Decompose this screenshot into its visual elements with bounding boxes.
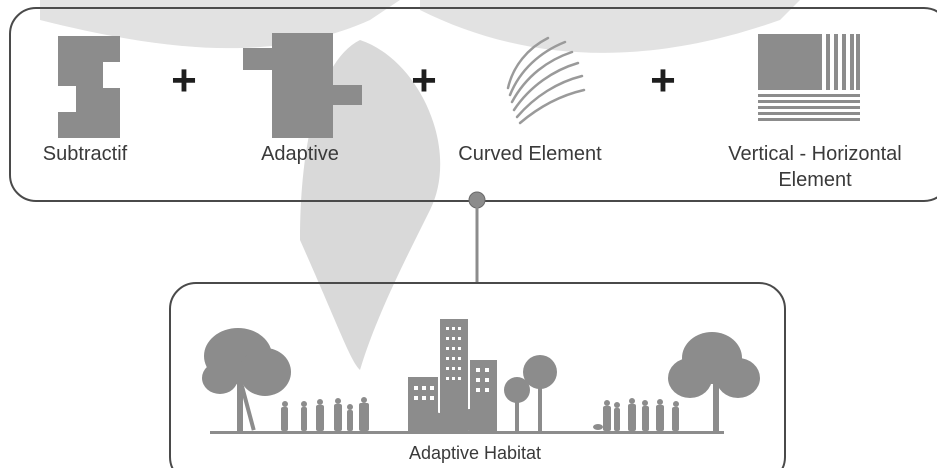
result-label: Adaptive Habitat (408, 443, 542, 463)
concept-label-vertical-horizontal: Vertical - Horizontal (728, 143, 902, 165)
concept-label-element: Element (778, 169, 852, 191)
plus-operator-2: + (411, 56, 437, 105)
concept-label-adaptive: Adaptive (261, 143, 339, 165)
concept-label-curved-element: Curved Element (458, 143, 602, 165)
curved-lines-icon (506, 36, 586, 125)
city-people-trees-icon (202, 319, 760, 434)
adaptive-block-icon (243, 33, 362, 138)
vertical-horizontal-lines-icon (758, 34, 860, 121)
result-box (169, 282, 786, 468)
watermark-logo (40, 0, 800, 370)
plus-operator-1: + (171, 56, 197, 105)
connector-dot (468, 191, 486, 209)
concept-label-subtractif: Subtractif (42, 143, 128, 165)
subtractive-block-icon (58, 36, 120, 138)
plus-operator-3: + (650, 56, 676, 105)
